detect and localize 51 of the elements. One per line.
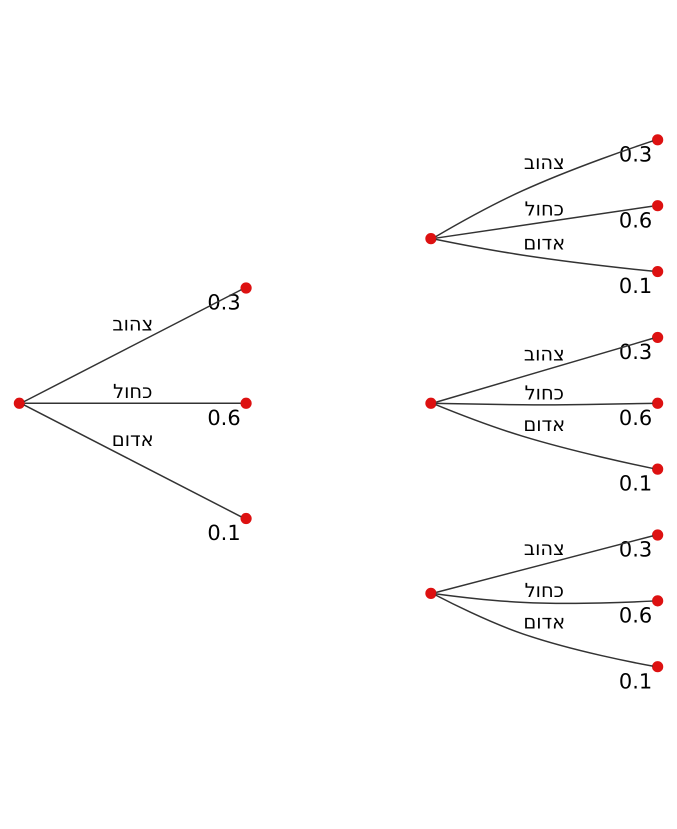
node-circle — [652, 332, 664, 344]
node-circle — [652, 529, 664, 541]
node-label: 0.6 — [618, 208, 652, 232]
edge-label: צהוב — [112, 312, 154, 336]
connector — [24, 402, 241, 404]
edge-label: אדום — [523, 610, 566, 634]
node-label: 0.1 — [618, 472, 652, 496]
connector — [436, 238, 652, 272]
node-circle — [425, 398, 436, 409]
connector — [436, 535, 654, 594]
node-circle — [240, 282, 252, 294]
node-circle — [240, 512, 252, 524]
node-circle — [652, 266, 664, 278]
node-label: 0.6 — [618, 603, 652, 628]
connector — [436, 338, 654, 403]
node-circle — [652, 464, 664, 475]
edge-label: צהוב — [524, 342, 565, 366]
connector — [436, 402, 653, 406]
node-label: 0.1 — [618, 274, 652, 298]
node-circle — [425, 588, 436, 599]
edge-label: כחול — [524, 381, 564, 404]
node-label: 0.3 — [618, 340, 652, 364]
node-circle — [652, 595, 664, 606]
edge-label: כחול — [524, 197, 564, 220]
edge-label: אדום — [523, 412, 566, 436]
connector — [435, 594, 653, 667]
connector — [24, 404, 242, 518]
edge-label: כחול — [524, 578, 564, 602]
node-circle — [425, 233, 436, 244]
node-circle — [240, 398, 252, 409]
connector — [436, 593, 652, 604]
node-circle — [14, 398, 25, 409]
node-circle — [652, 200, 664, 212]
connector — [436, 206, 652, 239]
edge-label: אדום — [112, 428, 154, 451]
edge-label: צהוב — [524, 150, 565, 174]
connector — [24, 289, 242, 402]
node-label: 0.1 — [618, 669, 652, 694]
connector — [435, 140, 654, 238]
edge-label: אדום — [523, 232, 566, 255]
node-circle — [652, 398, 664, 409]
node-label: 0.6 — [207, 406, 241, 430]
node-circle — [652, 661, 664, 672]
node-circle — [652, 134, 664, 146]
edge-label: צהוב — [524, 537, 565, 560]
connector — [436, 404, 653, 470]
node-label: 0.1 — [207, 521, 241, 546]
node-label: 0.3 — [618, 142, 652, 166]
node-label: 0.6 — [618, 406, 652, 430]
node-label: 0.3 — [618, 538, 652, 562]
edge-label: כחול — [113, 380, 152, 403]
